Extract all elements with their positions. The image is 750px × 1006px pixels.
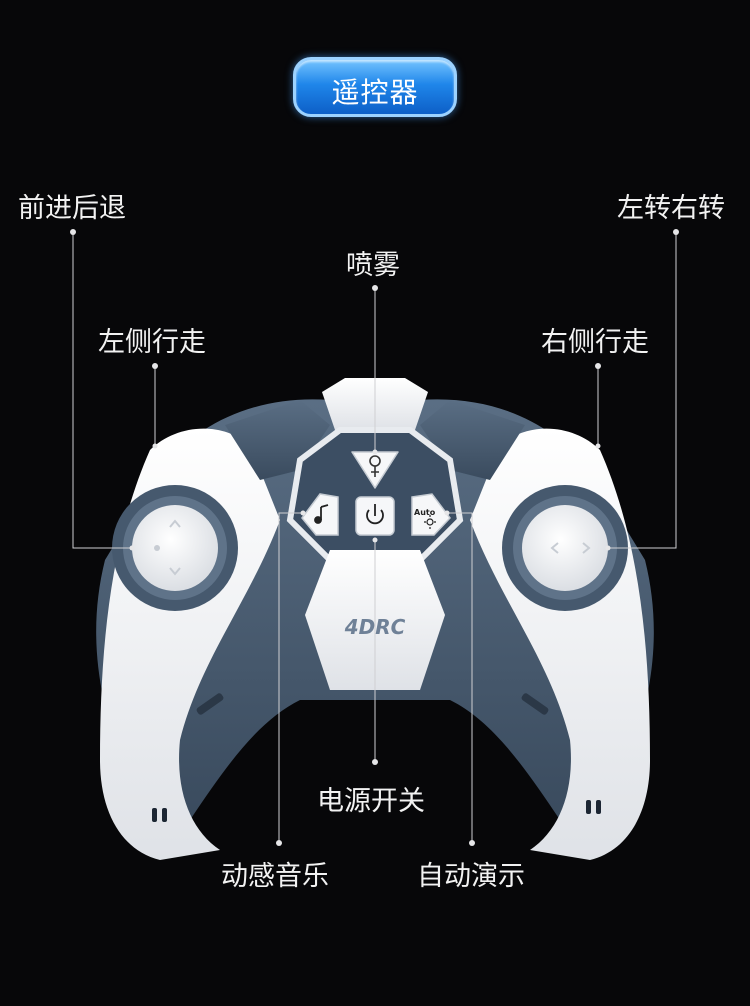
auto-button-text: Auto xyxy=(414,508,436,517)
right-joystick[interactable] xyxy=(502,485,628,611)
label-left-right-turn: 左转右转 xyxy=(617,193,725,224)
callout-auto-demo xyxy=(447,512,473,843)
arrow-down-icon xyxy=(169,567,181,576)
label-spray: 喷雾 xyxy=(346,250,400,281)
label-right-side-walk: 右侧行走 xyxy=(541,327,649,358)
music-note-icon xyxy=(314,504,329,524)
auto-demo-icon xyxy=(424,515,436,529)
arrow-left-icon xyxy=(550,542,559,554)
callout-forward-back xyxy=(72,232,132,549)
label-left-side-walk: 左侧行走 xyxy=(98,327,206,358)
callout-lines xyxy=(72,232,677,843)
music-button[interactable] xyxy=(301,493,339,536)
arrow-right-icon xyxy=(582,542,591,554)
page-title: 遥控器 xyxy=(331,76,419,109)
spray-icon xyxy=(369,455,381,477)
power-button[interactable] xyxy=(355,496,395,536)
arrow-up-icon xyxy=(169,519,181,528)
left-joystick[interactable] xyxy=(112,485,238,611)
title-badge: 遥控器 xyxy=(293,57,457,117)
label-dynamic-music: 动感音乐 xyxy=(221,861,329,892)
callout-left-right-turn xyxy=(608,232,677,549)
callout-dots xyxy=(70,229,679,846)
label-power-switch: 电源开关 xyxy=(317,786,425,817)
label-forward-back: 前进后退 xyxy=(18,193,126,224)
label-auto-demo: 自动演示 xyxy=(417,861,525,892)
callout-dynamic-music xyxy=(278,512,303,843)
power-icon xyxy=(366,504,384,525)
auto-demo-button[interactable]: Auto xyxy=(411,493,451,536)
